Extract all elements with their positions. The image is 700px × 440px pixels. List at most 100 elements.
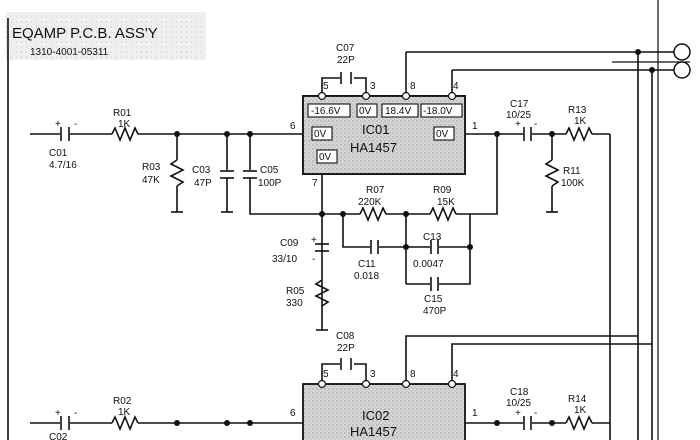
- c05-to-feedback-wire: [249, 178, 322, 215]
- ic02-pin8-wire: [405, 335, 638, 384]
- r07-resistor: [359, 205, 387, 223]
- ic01-pin8-number: 8: [410, 81, 416, 92]
- c17-value: 10/25: [506, 110, 531, 121]
- c09-ref: C09: [280, 238, 299, 249]
- c01-minus: -: [74, 119, 77, 130]
- board-title: EQAMP P.C.B. ASS'Y: [12, 25, 158, 42]
- r02-ref: R02: [113, 396, 132, 407]
- c05-ref: C05: [260, 165, 279, 176]
- ic01-pin4-voltage-box: [420, 103, 463, 118]
- ic01-pin8-voltage-box: [381, 103, 419, 118]
- c17-minus: -: [534, 119, 537, 130]
- r13-resistor: [565, 125, 593, 143]
- r05-resistor: [314, 279, 330, 307]
- ic01-pin7-voltage: 0V: [319, 152, 332, 163]
- c01-plus: +: [55, 119, 61, 130]
- ch2-r-junction: [549, 420, 555, 426]
- c02-ref: C02: [49, 432, 68, 440]
- c13-junction: [403, 244, 409, 250]
- r11-value: 100K: [561, 178, 585, 189]
- ic01-pin3-voltage-box: [356, 103, 378, 118]
- r02-resistor: [111, 414, 139, 432]
- c11-value: 0.018: [354, 271, 379, 282]
- ic01-pin5-number: 5: [323, 81, 329, 92]
- r09-value: 15K: [437, 197, 455, 208]
- ic01-pin4-voltage: -18.0V: [423, 106, 453, 117]
- ic02-pin5-pad: [317, 379, 327, 389]
- r14-resistor: [565, 414, 593, 432]
- ch2-junction-a: [174, 420, 180, 426]
- terminal-upper: [673, 43, 691, 61]
- c07-wire-right: [354, 77, 367, 96]
- ic02-pin4-wire: [451, 343, 652, 384]
- c08-wire-left: [321, 363, 340, 384]
- ic01-pin3-pad: [361, 91, 371, 101]
- ic01-pin4-number: 4: [453, 81, 459, 92]
- c09-plus: +: [311, 235, 317, 246]
- r14-value: 1K: [574, 405, 587, 416]
- c08-value: 22P: [337, 343, 355, 354]
- ic01-model: HA1457: [350, 140, 397, 155]
- c02-minus: -: [74, 408, 77, 419]
- r11-resistor: [544, 159, 560, 187]
- r07-value: 220K: [358, 197, 382, 208]
- ic02-pin1-number: 1: [472, 408, 478, 419]
- title-background: [6, 12, 206, 60]
- ic01-pin7-number: 7: [312, 178, 318, 189]
- ic01-pin7-voltage-box: [316, 149, 338, 164]
- ic02-pin8-number: 8: [410, 369, 416, 380]
- c17-plus: +: [515, 119, 521, 130]
- ic01-pin6-voltage-box: [311, 126, 333, 141]
- ic01-output-junction: [494, 131, 500, 137]
- ic02-pin5-number: 5: [323, 369, 329, 380]
- c18-value: 10/25: [506, 398, 531, 409]
- ic02-pin6-number: 6: [290, 408, 296, 419]
- r09-resistor: [429, 205, 457, 223]
- c15-value: 470P: [423, 306, 447, 317]
- r05-value: 330: [286, 298, 303, 309]
- c11-ref: C11: [358, 259, 376, 270]
- c05-value: 100P: [258, 178, 282, 189]
- ic01-pin3-number: 3: [370, 81, 376, 92]
- r01-value: 1K: [118, 119, 131, 130]
- c17-ref: C17: [510, 99, 529, 110]
- r13-ref: R13: [568, 105, 587, 116]
- ic01-pin3-voltage: 0V: [359, 106, 372, 117]
- ic01-pin5-pad: [317, 91, 327, 101]
- r14-ref: R14: [568, 394, 587, 405]
- c09-minus: -: [312, 254, 315, 265]
- c08-ref: C08: [336, 331, 355, 342]
- c03-value: 47P: [194, 178, 212, 189]
- r01-resistor: [111, 125, 139, 143]
- c07-wire-left: [321, 77, 340, 96]
- terminal-lower: [673, 61, 691, 79]
- r11-ref: R11: [563, 166, 581, 177]
- r03-resistor: [169, 159, 185, 187]
- r05-ref: R05: [286, 286, 305, 297]
- ic02-ref: IC02: [362, 408, 389, 423]
- ic02-pin4-number: 4: [453, 369, 459, 380]
- ic01-pin4-pad: [447, 91, 457, 101]
- ic01-pin1-voltage-box: [433, 126, 455, 141]
- ch2-junction-b: [224, 420, 230, 426]
- c11-left-wire: [342, 214, 370, 248]
- c15-right-wire: [439, 214, 471, 285]
- c08-wire-right: [354, 363, 367, 384]
- ic02-output-junction: [494, 420, 500, 426]
- c07-value: 22P: [337, 55, 355, 66]
- c13-value: 0.0047: [413, 259, 444, 270]
- r03-ref: R03: [142, 162, 161, 173]
- r09-ref: R09: [433, 185, 452, 196]
- c15-ref: C15: [424, 294, 443, 305]
- ic01-pin1-number: 1: [472, 121, 478, 132]
- ic02-pin3-pad: [361, 379, 371, 389]
- c18-ref: C18: [510, 387, 529, 398]
- board-part-number: 1310-4001-05311: [30, 47, 109, 58]
- ic01-pin8-pad: [401, 91, 411, 101]
- ic01-pin5-voltage: -16.6V: [311, 106, 341, 117]
- ic01-pin6-voltage: 0V: [314, 129, 327, 140]
- ic01-pin8-voltage: 18.4V: [385, 106, 411, 117]
- ic02-pin4-pad: [447, 379, 457, 389]
